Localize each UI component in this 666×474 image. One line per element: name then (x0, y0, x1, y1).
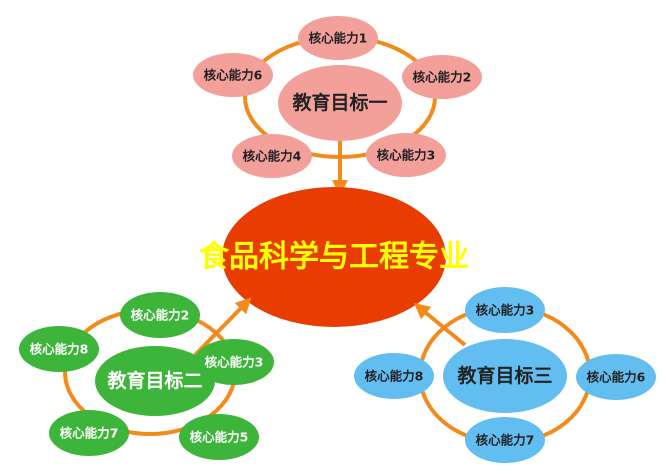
ability-label: 核心能力3 (476, 303, 535, 318)
goal-node (278, 65, 402, 141)
arrow-to-main (193, 297, 252, 357)
ability-node (232, 134, 312, 178)
goal-node (443, 339, 567, 413)
ability-label: 核心能力3 (377, 148, 436, 163)
ability-node (19, 326, 99, 372)
ability-label: 核心能力6 (587, 370, 646, 385)
ability-label: 核心能力7 (476, 433, 535, 448)
ability-node (298, 16, 378, 60)
goal-label: 教育目标二 (107, 369, 202, 392)
ability-node (179, 414, 259, 460)
ability-label: 核心能力5 (190, 430, 249, 445)
ability-label: 核心能力1 (309, 31, 368, 46)
arrow-to-main (413, 302, 467, 347)
ability-node (576, 354, 656, 400)
ability-node (465, 417, 545, 463)
ability-label: 核心能力4 (243, 149, 302, 164)
ability-node (194, 339, 274, 385)
ability-label: 核心能力2 (413, 70, 472, 85)
ability-label: 核心能力7 (60, 426, 119, 441)
ability-node (193, 53, 273, 97)
cluster-goal-3: 教育目标三 核心能力3 核心能力8 核心能力6 核心能力7 (354, 287, 656, 463)
ability-label: 核心能力3 (205, 355, 264, 370)
cluster-goal-1: 教育目标一 核心能力1 核心能力6 核心能力2 核心能力4 核心能力3 (193, 16, 482, 196)
main-ellipse (222, 187, 446, 327)
ability-node (354, 353, 434, 399)
ability-label: 核心能力6 (204, 68, 263, 83)
main-label: 食品科学与工程专业 (199, 240, 469, 275)
goal-label: 教育目标三 (457, 364, 552, 387)
ability-node (402, 55, 482, 99)
ability-node (465, 287, 545, 333)
cluster-goal-2: 教育目标二 核心能力2 核心能力8 核心能力3 核心能力7 核心能力5 (19, 292, 274, 460)
ability-node (366, 133, 446, 177)
ability-label: 核心能力8 (365, 369, 424, 384)
ability-label: 核心能力2 (131, 308, 190, 323)
ability-node (120, 292, 200, 338)
goal-label: 教育目标一 (292, 91, 387, 114)
ability-label: 核心能力8 (30, 342, 89, 357)
main-node: 食品科学与工程专业 (199, 187, 469, 327)
goal-node (95, 346, 215, 416)
ability-node (49, 410, 129, 456)
